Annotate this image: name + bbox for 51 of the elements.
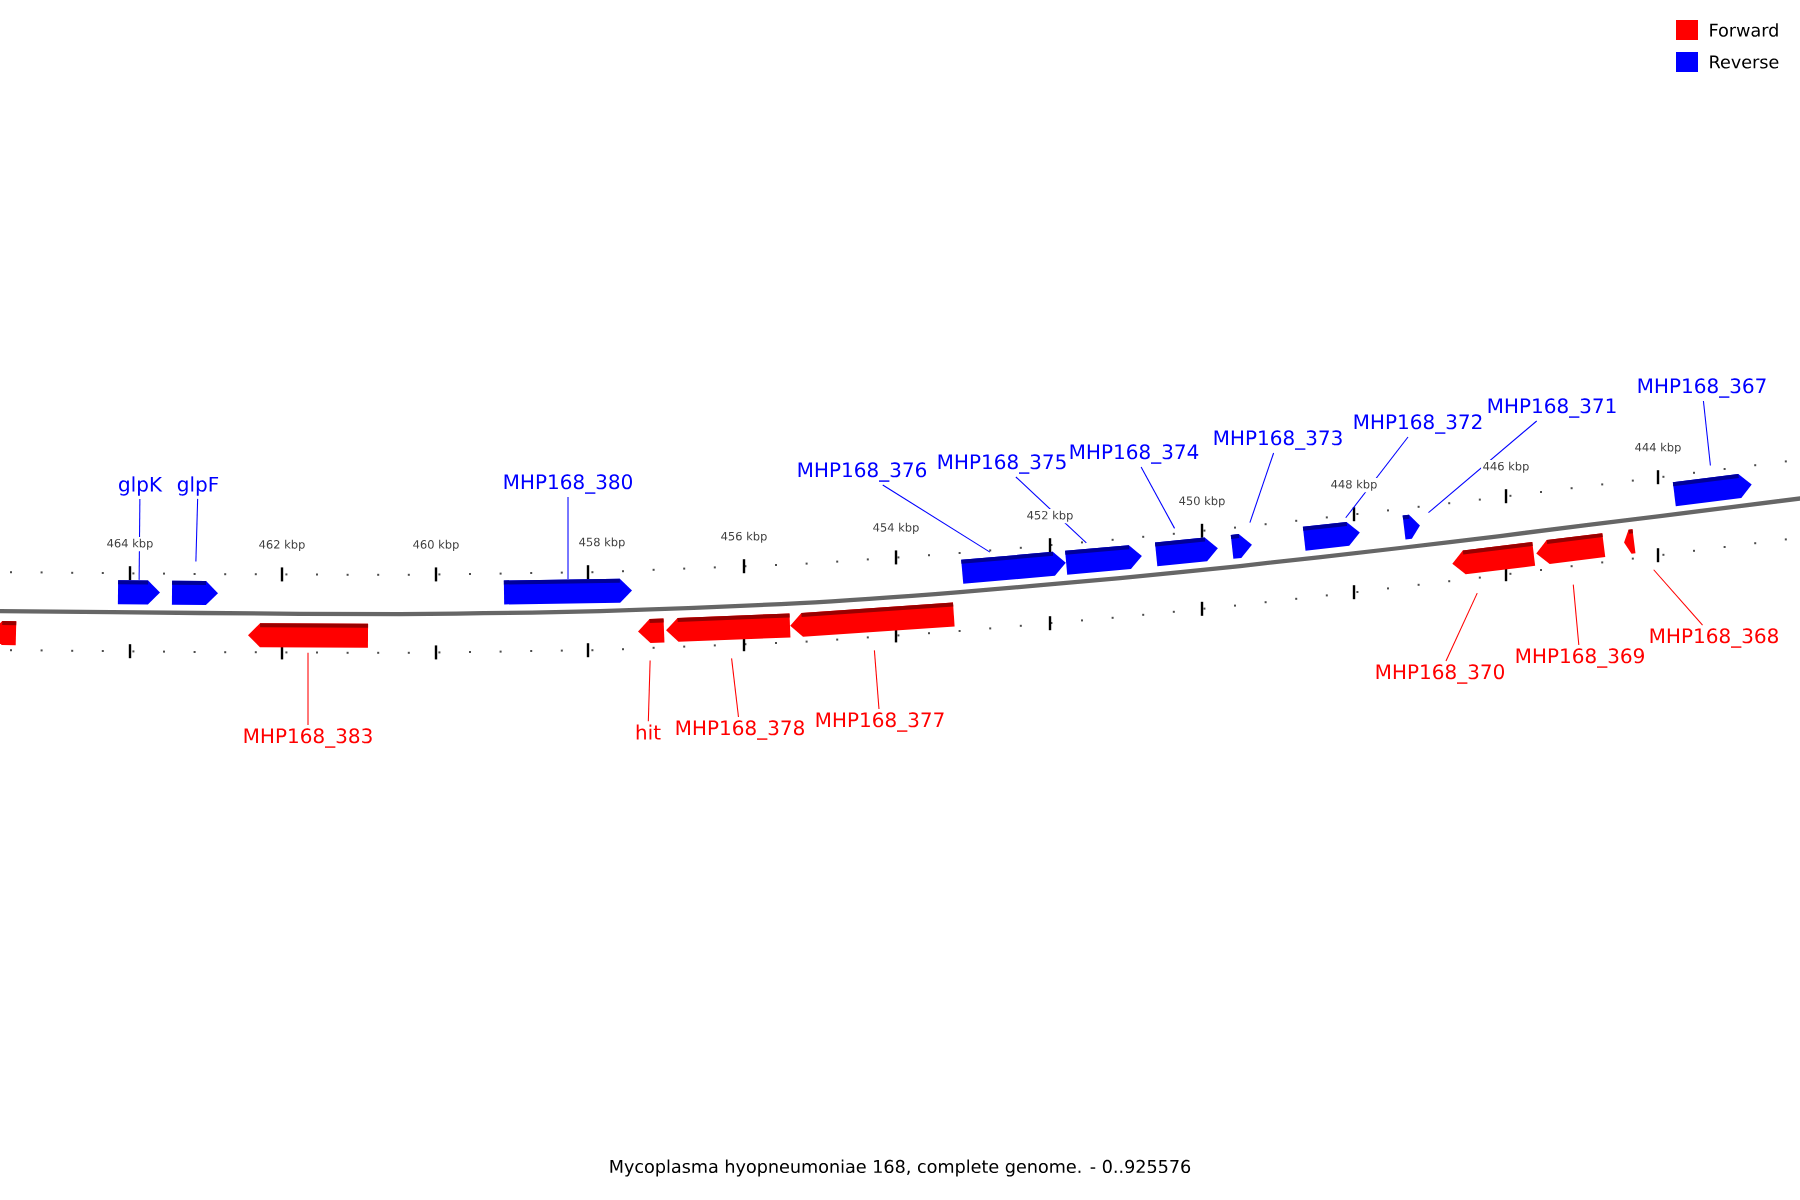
gene-block [790, 602, 955, 637]
gene-label: glpK [119, 476, 163, 496]
leader-line [195, 498, 199, 563]
gene-label: MHP168_377 [816, 712, 944, 732]
gene-block [0, 621, 17, 646]
legend-label: Forward [1710, 23, 1778, 37]
leader-line [731, 657, 740, 718]
gene-block [248, 623, 369, 648]
gene-label: MHP168_372 [1354, 414, 1482, 434]
gene-label: hit [636, 724, 661, 740]
legend-label: Reverse [1710, 55, 1779, 69]
gene-block [117, 580, 160, 605]
leader-line [1702, 400, 1711, 466]
gene-label: MHP168_376 [798, 462, 927, 482]
gene-label: MHP168_368 [1650, 628, 1778, 648]
gene-block [1672, 474, 1752, 507]
gene-label: MHP168_373 [1214, 430, 1342, 450]
leader-line [873, 649, 880, 710]
gene-label: MHP168_378 [676, 720, 804, 740]
gene-block [503, 578, 632, 605]
leader-line [1445, 592, 1478, 662]
gene-block [1154, 537, 1218, 567]
gene-block [1402, 514, 1420, 540]
gene-label: MHP168_369 [1516, 648, 1644, 668]
gene-label: MHP168_383 [244, 728, 372, 748]
gene-block [1624, 529, 1636, 554]
leader-line [1249, 452, 1275, 524]
gene-block [1452, 542, 1536, 575]
gene-label: MHP168_374 [1070, 444, 1199, 464]
gene-label: MHP168_367 [1638, 378, 1766, 398]
leader-line [1427, 420, 1538, 514]
leader-line [882, 484, 991, 553]
leader-line [1653, 569, 1704, 626]
gene-label: glpF [177, 476, 219, 496]
leader-line [1572, 584, 1580, 646]
leader-line [567, 496, 569, 580]
gene-label: MHP168_370 [1376, 664, 1504, 684]
gene-block [171, 580, 218, 606]
leader-line [307, 652, 309, 726]
caption: Mycoplasma hyopneumoniae 168, complete genome. - 0..925576 [610, 1159, 1191, 1177]
leader-line [647, 660, 651, 722]
gene-label: MHP168_375 [938, 454, 1066, 474]
gene-block [1302, 521, 1360, 551]
gene-block [1230, 534, 1252, 559]
gene-block [638, 618, 665, 643]
gene-block [1536, 533, 1606, 564]
gene-block [1065, 545, 1142, 575]
leader-line [1140, 466, 1176, 529]
gene-block [961, 551, 1066, 584]
gene-label: MHP168_371 [1488, 398, 1616, 418]
gene-label: MHP168_380 [504, 474, 632, 494]
